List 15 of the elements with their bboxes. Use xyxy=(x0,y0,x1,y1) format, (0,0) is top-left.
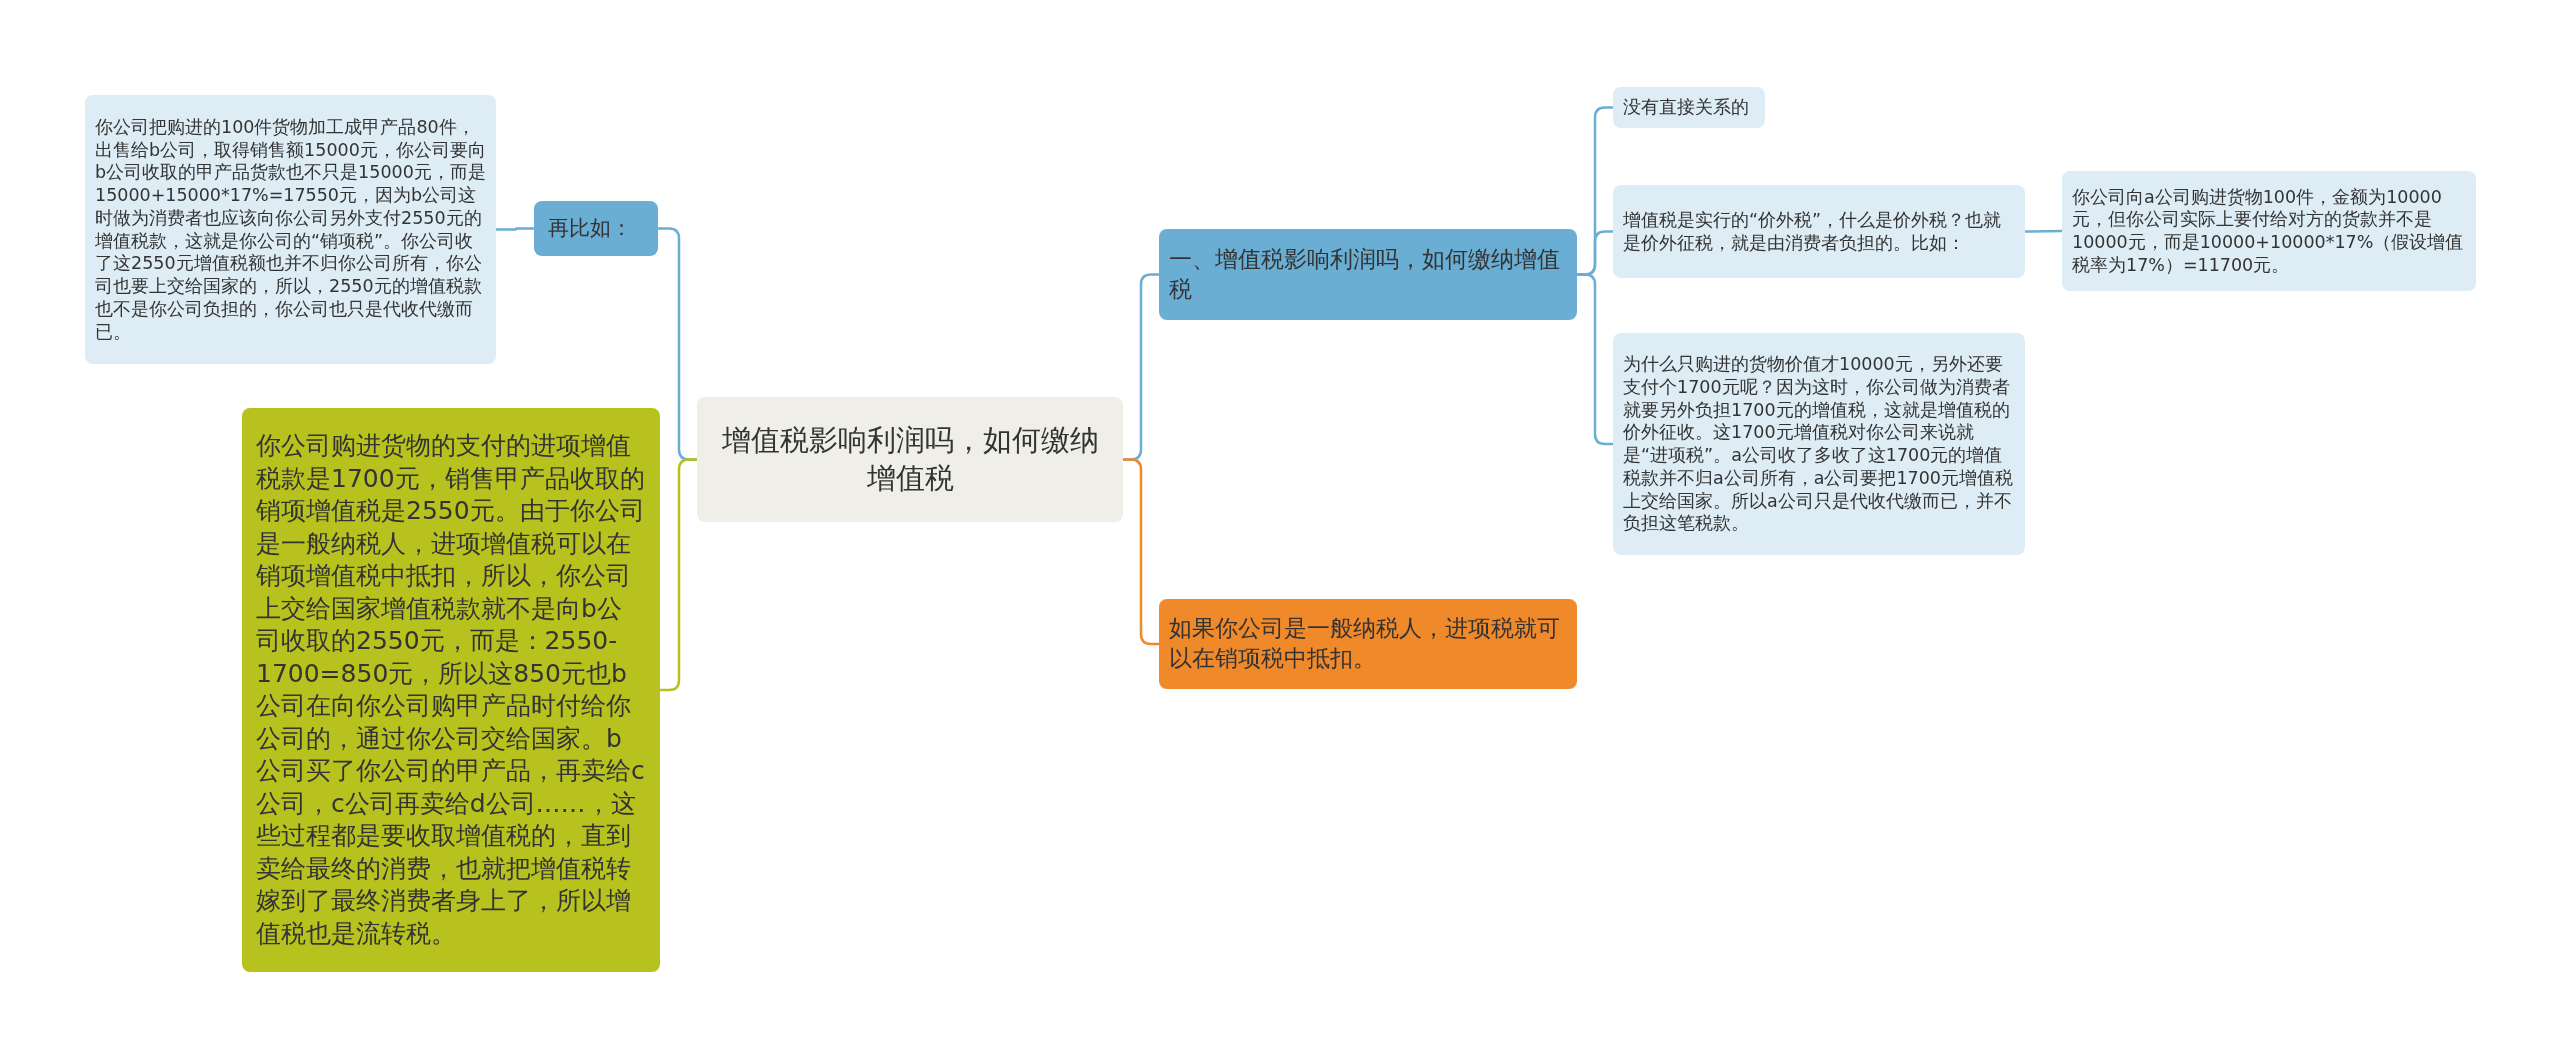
branch-box: 再比如： xyxy=(534,201,658,256)
text-box: 没有直接关系的 xyxy=(1613,87,1765,128)
branch-box: 一、增值税影响利润吗，如何缴纳增值税 xyxy=(1159,229,1577,320)
text-box: 增值税是实行的“价外税”，什么是价外税？也就是价外征税，就是由消费者负担的。比如： xyxy=(1613,185,2025,278)
connector-line xyxy=(660,458,697,692)
text-box: 为什么只购进的货物价值才10000元，另外还要支付个1700元呢？因为这时，你公司做为消费者就要另外负担1700元的增值税，这就是增值税的价外征收。这1700元增值税对你公司来说就是“进项税”。a公司收了多收了这1700元的增值税款并不归a公司所有，a公司要把1700元增值税上交给国家。所以a公司只是代收代缴而已，并不负担这笔税款。 xyxy=(1613,333,2025,555)
text-box: 你公司购进货物的支付的进项增值税款是1700元，销售甲产品收取的销项增值税是2550元。由于你公司是一般纳税人，进项增值税可以在销项增值税中抵扣，所以，你公司上交给国家增值税款就不是向b公司收取的2550元，而是：2550-1700=850元，所以这850元也b公司在向你公司购甲产品时付给你公司的，通过你公司交给国家。b公司买了你公司的甲产品，再卖给c公司，c公司再卖给d公司……，这些过程都是要收取增值税的，直到卖给最终的消费，也就把增值税转嫁到了最终消费者身上了，所以增值税也是流转税。 xyxy=(242,408,660,972)
connector-line xyxy=(1123,458,1159,646)
topic-box: 增值税影响利润吗，如何缴纳增值税 xyxy=(697,397,1123,522)
connector-line xyxy=(1577,273,1613,446)
branch-box: 如果你公司是一般纳税人，进项税就可以在销项税中抵扣。 xyxy=(1159,599,1577,689)
connector-line xyxy=(2025,229,2062,233)
text-box: 你公司向a公司购进货物100件，金额为10000元，但你公司实际上要付给对方的货款并不是10000元，而是10000+10000*17%（假设增值税率为17%）=11700元。 xyxy=(2062,171,2476,291)
connector-line xyxy=(496,227,534,231)
text-box: 你公司把购进的100件货物加工成甲产品80件，出售给b公司，取得销售额15000元，你公司要向b公司收取的甲产品货款也不只是15000元，而是15000+15000*17%=17550元，因为b公司这时做为消费者也应该向你公司另外支付2550元的增值税款，这就是你公司的“销项税”。你公司收了这2550元增值税额也并不归你公司所有，你公司也要上交给国家的，所以，2550元的增值税款也不是你公司负担的，你公司也只是代收代缴而已。 xyxy=(85,95,496,364)
